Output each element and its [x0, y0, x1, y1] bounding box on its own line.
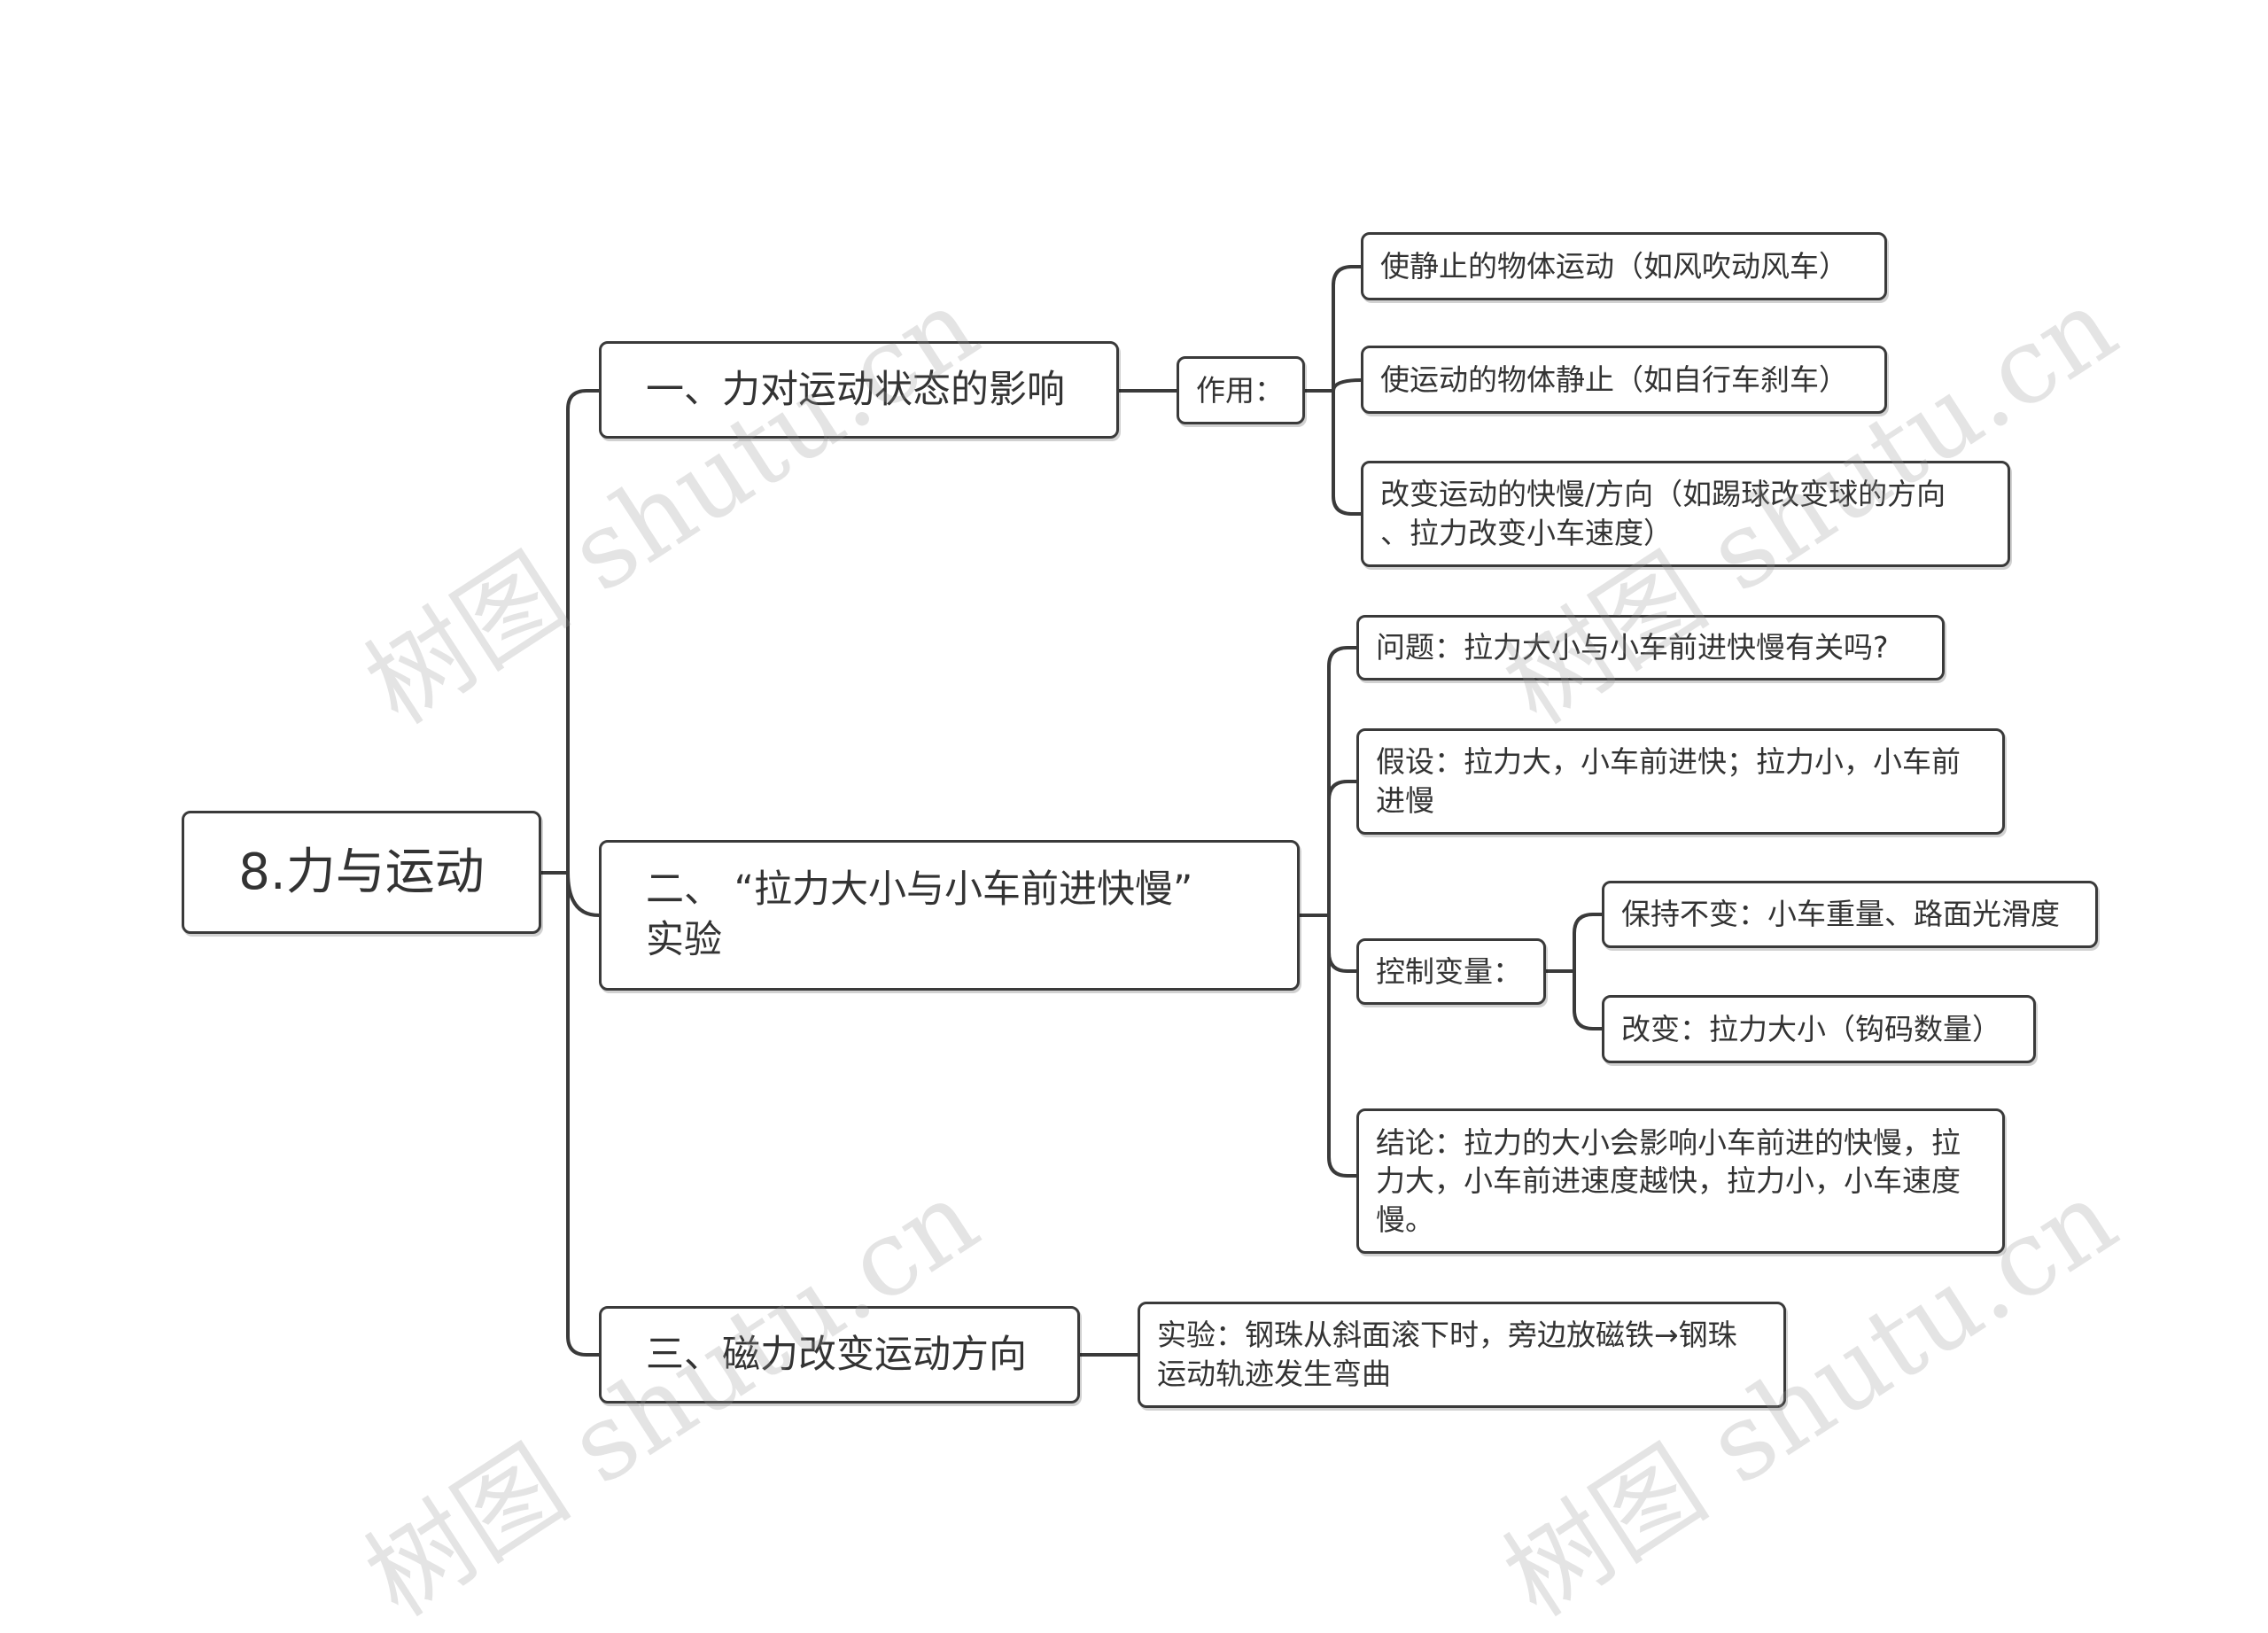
branch2-control-change-node[interactable]: 改变：拉力大小（钩码数量） — [1602, 995, 2036, 1063]
branch2-label: 二、 “拉力大小与小车前进快慢” 实验 — [646, 867, 1193, 962]
branch2-control-label: 控制变量： — [1376, 953, 1522, 989]
branch3-experiment-label: 实验：钢珠从斜面滚下时，旁边放磁铁→钢珠 运动轨迹发生弯曲 — [1157, 1318, 1737, 1391]
branch2-control-node[interactable]: 控制变量： — [1356, 938, 1546, 1005]
branch3-label: 三、磁力改变运动方向 — [646, 1332, 1027, 1377]
connector-root-branch1 — [566, 389, 601, 875]
branch3-experiment-node[interactable]: 实验：钢珠从斜面滚下时，旁边放磁铁→钢珠 运动轨迹发生弯曲 — [1138, 1302, 1786, 1408]
branch2-control-keep-node[interactable]: 保持不变：小车重量、路面光滑度 — [1602, 881, 2098, 948]
branch2-control-change-label: 改变：拉力大小（钩码数量） — [1621, 1011, 2001, 1046]
branch1-item1-label: 使静止的物体运动（如风吹动风车） — [1380, 248, 1848, 284]
branch1-role-node[interactable]: 作用： — [1177, 356, 1305, 424]
branch3-node[interactable]: 三、磁力改变运动方向 — [599, 1306, 1080, 1404]
connector-branch2-question — [1327, 646, 1358, 917]
connector-role-item3 — [1332, 389, 1363, 516]
branch1-item2-label: 使运动的物体静止（如自行车刹车） — [1380, 362, 1848, 397]
branch2-conclusion-label: 结论：拉力的大小会影响小车前进的快慢，拉 力大，小车前进速度越快，拉力小，小车速… — [1376, 1124, 1961, 1237]
connector-root-branch2 — [566, 871, 601, 917]
branch2-question-node[interactable]: 问题：拉力大小与小车前进快慢有关吗? — [1356, 615, 1945, 680]
root-label: 8.力与运动 — [238, 843, 485, 901]
branch1-node[interactable]: 一、力对运动状态的影响 — [599, 341, 1119, 439]
branch2-conclusion-node[interactable]: 结论：拉力的大小会影响小车前进的快慢，拉 力大，小车前进速度越快，拉力小，小车速… — [1356, 1108, 2005, 1254]
branch1-item2-node[interactable]: 使运动的物体静止（如自行车刹车） — [1361, 346, 1887, 414]
connector-control-keep — [1573, 913, 1604, 973]
branch2-question-label: 问题：拉力大小与小车前进快慢有关吗? — [1376, 630, 1889, 665]
connector-root-branch3 — [566, 871, 601, 1357]
branch2-hypothesis-label: 假设：拉力大，小车前进快；拉力小，小车前 进慢 — [1376, 744, 1961, 818]
branch1-label: 一、力对运动状态的影响 — [646, 367, 1065, 412]
branch1-role-label: 作用： — [1196, 372, 1284, 408]
branch1-item1-node[interactable]: 使静止的物体运动（如风吹动风车） — [1361, 232, 1887, 300]
connector-branch2-conclusion — [1327, 914, 1358, 1178]
root-node[interactable]: 8.力与运动 — [182, 811, 541, 934]
connector-role-item1 — [1332, 265, 1363, 393]
branch2-node[interactable]: 二、 “拉力大小与小车前进快慢” 实验 — [599, 840, 1300, 991]
connector-control-change — [1573, 969, 1604, 1030]
branch2-hypothesis-node[interactable]: 假设：拉力大，小车前进快；拉力小，小车前 进慢 — [1356, 728, 2005, 835]
branch1-item3-node[interactable]: 改变运动的快慢/方向（如踢球改变球的方向 、拉力改变小车速度） — [1361, 461, 2010, 567]
branch2-control-keep-label: 保持不变：小车重量、路面光滑度 — [1621, 897, 2060, 932]
branch1-item3-label: 改变运动的快慢/方向（如踢球改变球的方向 、拉力改变小车速度） — [1380, 477, 1946, 550]
connector-branch2-control — [1327, 914, 1358, 973]
connector-role-item2 — [1332, 378, 1363, 393]
connector-branch2-hypothesis — [1327, 780, 1358, 917]
